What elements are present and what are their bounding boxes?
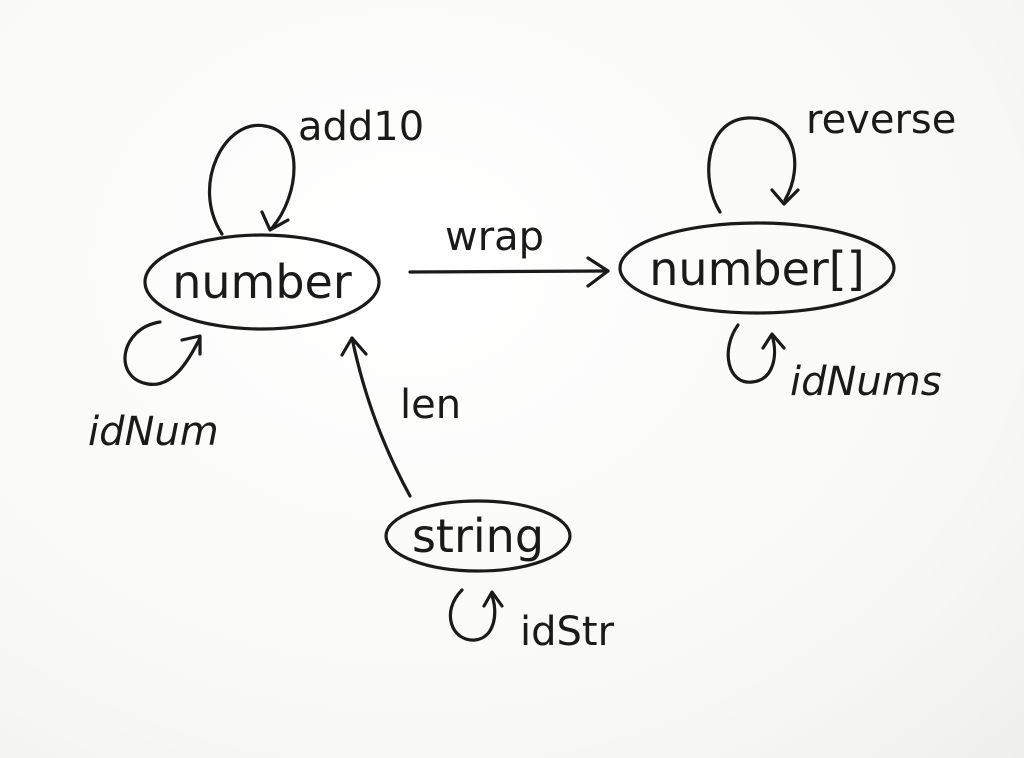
edge-idNums-label: idNums bbox=[790, 359, 942, 405]
edge-idNum: idNum bbox=[88, 320, 219, 455]
edge-add10-label: add10 bbox=[298, 104, 424, 150]
node-number-array: number[] bbox=[618, 221, 896, 315]
edge-reverse-arrowhead bbox=[770, 188, 800, 206]
edge-add10-loop bbox=[207, 123, 296, 236]
edge-add10: add10 bbox=[207, 104, 424, 236]
edge-idNums: idNums bbox=[726, 323, 942, 405]
edge-idNums-loop bbox=[726, 323, 777, 384]
edge-idStr-label: idStr bbox=[520, 609, 615, 655]
edge-wrap-label: wrap bbox=[445, 214, 544, 260]
node-string: string bbox=[384, 499, 572, 573]
node-string-ellipse bbox=[384, 499, 572, 573]
node-number-label: number bbox=[172, 255, 352, 309]
edge-len-label: len bbox=[400, 382, 461, 428]
edge-add10-arrowhead bbox=[260, 210, 290, 232]
edge-idNums-arrowhead bbox=[761, 332, 786, 350]
node-number-array-ellipse bbox=[618, 221, 896, 315]
node-number-array-label: number[] bbox=[649, 242, 864, 296]
edge-len-line bbox=[350, 336, 412, 498]
edge-idNum-label: idNum bbox=[88, 409, 219, 455]
edge-wrap-arrowhead bbox=[586, 256, 610, 288]
edge-wrap-line bbox=[408, 269, 610, 274]
edge-reverse-loop bbox=[707, 116, 797, 214]
edge-len: len bbox=[340, 336, 461, 498]
edge-reverse: reverse bbox=[707, 97, 956, 214]
edge-idNum-arrowhead bbox=[180, 334, 202, 356]
edge-len-arrowhead bbox=[340, 336, 368, 357]
edge-idNum-loop bbox=[123, 320, 202, 386]
edge-reverse-label: reverse bbox=[806, 97, 956, 143]
edge-idStr-loop bbox=[448, 588, 497, 642]
edge-idStr-arrowhead bbox=[482, 590, 504, 608]
node-string-label: string bbox=[412, 509, 544, 563]
edge-idStr: idStr bbox=[448, 588, 615, 655]
edge-wrap: wrap bbox=[408, 214, 610, 288]
node-number-ellipse bbox=[143, 233, 381, 331]
node-number: number bbox=[143, 233, 381, 331]
